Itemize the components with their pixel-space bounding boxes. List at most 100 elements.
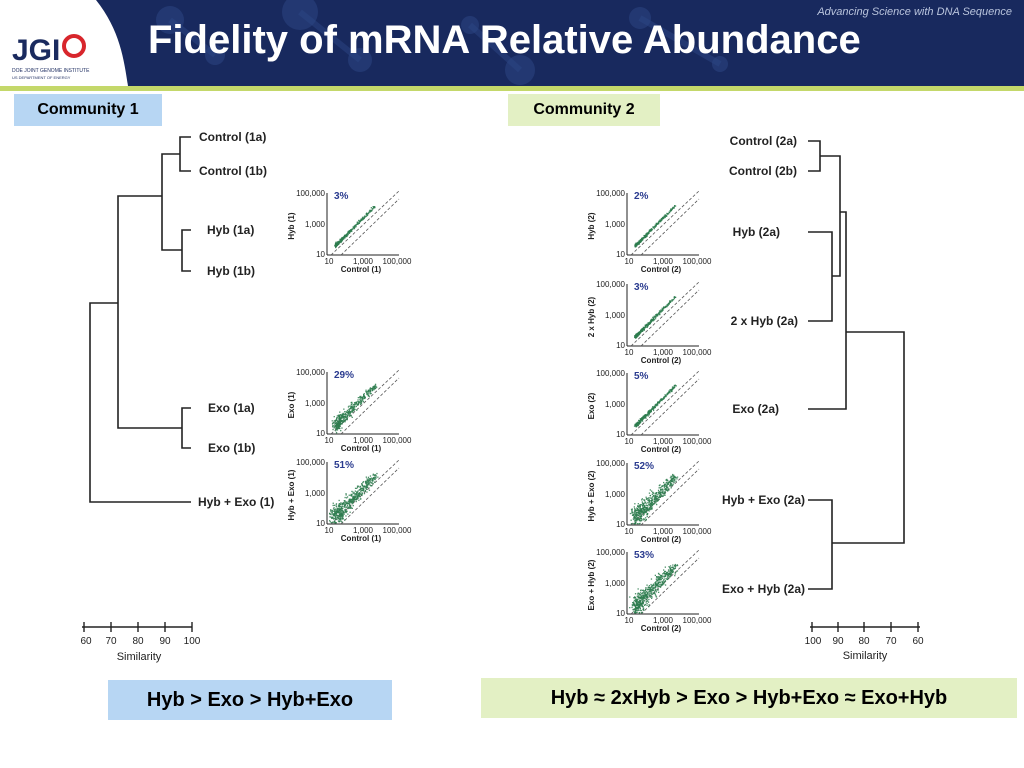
scatter-point <box>643 327 646 329</box>
scatter-point <box>348 409 350 411</box>
scatter-point <box>343 502 346 504</box>
scatter-point <box>335 426 337 428</box>
scatter-point <box>634 513 636 515</box>
fold-threshold-line <box>630 190 700 256</box>
scatter-point <box>645 324 648 326</box>
scatter-point <box>641 330 643 332</box>
scatter-point <box>648 230 650 232</box>
scatter-point <box>669 565 672 567</box>
scatter-point <box>635 512 637 514</box>
scatter-point <box>635 600 638 602</box>
scatter-point <box>641 417 643 419</box>
scatter-point <box>651 503 653 505</box>
scatter-point <box>334 425 336 427</box>
scatter-point <box>642 512 644 514</box>
scatter-point <box>635 611 637 613</box>
scatter-point <box>648 414 650 416</box>
scatter-point <box>337 517 340 520</box>
scatter-point <box>373 207 375 209</box>
scatter-point <box>658 583 660 586</box>
scatter-point <box>350 406 352 408</box>
scatter-point <box>360 218 363 221</box>
scatter-point <box>664 394 666 396</box>
scatter-point <box>639 507 641 509</box>
scatter-point <box>338 511 341 514</box>
scatter-point <box>361 217 364 220</box>
scatter-point <box>631 511 634 514</box>
scatter-point <box>658 573 660 575</box>
scatter-point <box>344 501 346 503</box>
scatter-point <box>661 488 663 490</box>
scatter-point <box>640 596 643 598</box>
scatter-point <box>672 478 674 480</box>
scatter-point <box>340 419 342 421</box>
scatter-point <box>340 518 342 520</box>
scatter-point <box>659 586 662 588</box>
scatter-point <box>646 326 648 328</box>
scatter-point <box>671 475 674 477</box>
scatter-point <box>649 322 651 325</box>
scatter-point <box>355 500 357 503</box>
scatter-point <box>642 600 644 603</box>
scatter-point <box>339 425 341 428</box>
scatter-point <box>656 500 658 502</box>
scatter-point <box>654 405 656 407</box>
fold-threshold-line <box>340 377 400 435</box>
scatter-point <box>330 512 333 514</box>
scatter-point <box>669 485 671 487</box>
scatter-point <box>649 500 651 502</box>
scatter-point <box>363 488 365 490</box>
scatter-point <box>339 508 341 511</box>
scatter-point <box>657 581 659 583</box>
scatter-point <box>655 581 657 584</box>
scatter-point <box>641 611 643 614</box>
scatter-point <box>655 582 657 584</box>
scatter-point <box>660 575 662 577</box>
scatter-point <box>350 502 352 504</box>
scatter-point <box>660 486 663 488</box>
scatter-point <box>347 506 349 509</box>
scatter-point <box>354 402 356 404</box>
scatter-point <box>349 408 351 410</box>
scatter-point <box>633 425 636 427</box>
scatter-point <box>646 498 648 500</box>
scatter-point <box>640 419 642 421</box>
leaf-label-control-1a: Control (1a) <box>199 130 266 144</box>
scatter-point <box>338 499 340 502</box>
scatter-point <box>641 605 643 607</box>
scatter-point <box>336 429 339 431</box>
scatter-point <box>643 502 645 504</box>
scatter-point <box>636 423 639 425</box>
scatter-point <box>353 410 355 412</box>
scatter-point <box>346 412 349 414</box>
scatter-point <box>365 213 368 215</box>
scatter-point <box>639 239 641 242</box>
scatter-point <box>653 226 655 228</box>
scatter-point <box>642 607 645 609</box>
scatter-point <box>352 407 354 409</box>
divergence-percent-label: 53% <box>634 550 654 561</box>
scatter-point <box>639 510 642 512</box>
scatter-point <box>633 518 635 521</box>
scatter-point <box>645 414 647 416</box>
x-tick-label: 100,000 <box>383 257 412 266</box>
scatter-point <box>647 412 649 414</box>
scatter-point <box>638 609 640 612</box>
scatter-point <box>644 500 646 502</box>
scatter-point <box>674 477 676 479</box>
scatter-point <box>353 497 356 500</box>
scatter-point <box>643 596 645 598</box>
scatter-point <box>370 481 372 483</box>
scatter-point <box>344 236 346 238</box>
scatter-point <box>355 499 358 501</box>
scatter-point <box>341 507 343 509</box>
scatter-point <box>658 312 660 314</box>
scatter-point <box>348 503 350 505</box>
scatter-point <box>640 510 642 512</box>
scatter-point <box>350 415 352 417</box>
scatter-point <box>375 475 377 477</box>
scatter-point <box>338 515 341 518</box>
scatter-point <box>671 387 674 389</box>
scatter-point <box>335 242 337 244</box>
